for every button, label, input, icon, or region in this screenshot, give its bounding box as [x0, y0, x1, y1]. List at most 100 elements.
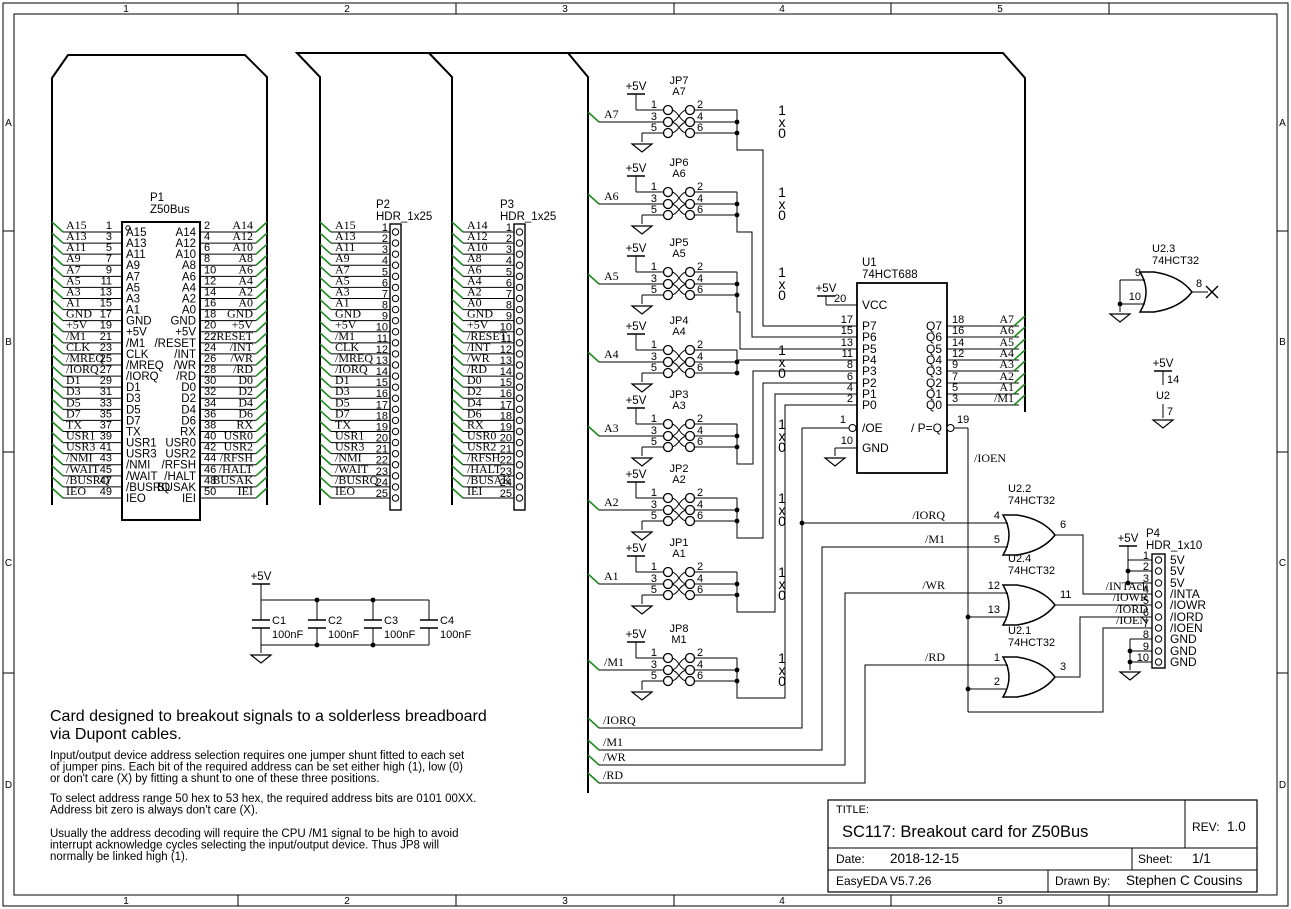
jumper-pin[interactable] — [662, 515, 674, 527]
jumper-pin[interactable] — [684, 289, 696, 301]
jumper-pin[interactable] — [684, 430, 696, 442]
jumper-pin[interactable] — [662, 186, 674, 198]
frame-column-label: 2 — [344, 896, 350, 907]
jumper-input-net-label: A4 — [604, 347, 619, 361]
jumper-pin[interactable] — [662, 367, 674, 379]
p2-net-label: A11 — [335, 240, 355, 254]
jumper-pin[interactable] — [684, 652, 696, 664]
jumper-pin[interactable] — [662, 441, 674, 453]
u1-pin-name: Q3 — [926, 364, 942, 378]
jumper-pin[interactable] — [684, 344, 696, 356]
jumper-pin[interactable] — [662, 266, 674, 278]
jumper-pin[interactable] — [684, 209, 696, 221]
jumper-pin[interactable] — [662, 418, 674, 430]
jumper-pin[interactable] — [684, 589, 696, 601]
jumper-pin[interactable] — [684, 504, 696, 516]
frame-column-label: 2 — [344, 4, 350, 15]
jumper-pin[interactable] — [684, 198, 696, 210]
jumper-pin[interactable] — [684, 278, 696, 290]
jumper-pin[interactable] — [684, 664, 696, 676]
jumper-pin[interactable] — [684, 441, 696, 453]
p1-ref[interactable]: P1 — [150, 192, 164, 204]
capacitor-ref[interactable]: C2 — [328, 615, 342, 627]
p1-left-pin-name: TX — [126, 426, 141, 438]
bus-entry-icon — [451, 276, 464, 289]
gate-u2-4[interactable] — [1001, 584, 1056, 626]
p1-left-pin-name: /IORQ — [126, 371, 159, 383]
gate-ref[interactable]: U2.2 — [1008, 483, 1031, 495]
p1-connector[interactable] — [121, 221, 201, 521]
p3-net-label: D4 — [467, 395, 482, 409]
jumper-pin[interactable] — [684, 266, 696, 278]
jumper-pin[interactable] — [662, 198, 674, 210]
jumper-pin[interactable] — [684, 418, 696, 430]
jumper-pin[interactable] — [684, 186, 696, 198]
jumper-position-label: 1 — [778, 184, 786, 200]
jumper-position-label: 1 — [778, 342, 786, 358]
jumper-pin[interactable] — [684, 104, 696, 116]
jumper-pin[interactable] — [684, 675, 696, 687]
u1-ic[interactable] — [856, 282, 948, 474]
gate-u2-2[interactable] — [1001, 514, 1056, 556]
frame-row-label: C — [1279, 558, 1286, 569]
jumper-pin[interactable] — [662, 504, 674, 516]
jumper-pin[interactable] — [684, 492, 696, 504]
jumper-pin[interactable] — [684, 515, 696, 527]
jumper-value: A3 — [672, 400, 685, 412]
p3-ref[interactable]: P3 — [500, 199, 514, 211]
p1-left-pin-number: 11 — [101, 275, 112, 287]
jumper-pin[interactable] — [662, 278, 674, 290]
jumper-pin[interactable] — [662, 652, 674, 664]
jumper-ref[interactable]: JP5 — [670, 237, 689, 249]
jumper-pin[interactable] — [684, 566, 696, 578]
jumper-position-label: x — [779, 354, 786, 370]
bus-entry-icon — [319, 476, 332, 488]
jumper-ref[interactable]: JP1 — [670, 537, 689, 549]
p4-ref[interactable]: P4 — [1146, 528, 1161, 540]
jumper-pin[interactable] — [662, 675, 674, 687]
jumper-pin[interactable] — [662, 209, 674, 221]
gate-ref[interactable]: U2.4 — [1008, 553, 1031, 565]
jumper-pin[interactable] — [662, 356, 674, 368]
gate-u2-3[interactable] — [1138, 271, 1193, 313]
p1-right-net-label: D6 — [238, 406, 253, 420]
bus-entry-icon — [255, 354, 268, 366]
jumper-pin[interactable] — [684, 578, 696, 590]
jumper-ref[interactable]: JP2 — [670, 463, 689, 475]
capacitor-ref[interactable]: C4 — [440, 615, 454, 627]
jumper-pin[interactable] — [662, 104, 674, 116]
jumper-ref[interactable]: JP8 — [670, 623, 689, 635]
bus-entry-icon — [319, 409, 332, 422]
jumper-ref[interactable]: JP3 — [670, 389, 689, 401]
jumper-pin[interactable] — [684, 356, 696, 368]
jumper-pin[interactable] — [662, 566, 674, 578]
u1-pin-number: 17 — [841, 314, 853, 326]
p2-pin-number: 3 — [382, 244, 388, 256]
u1-ref[interactable]: U1 — [862, 257, 877, 269]
gate-u2-1[interactable] — [1001, 656, 1056, 698]
p2-ref[interactable]: P2 — [376, 199, 390, 211]
jumper-ref[interactable]: JP6 — [670, 157, 689, 169]
jumper-pin[interactable] — [684, 367, 696, 379]
jumper-pin[interactable] — [662, 289, 674, 301]
jumper-pin[interactable] — [684, 116, 696, 128]
jumper-position-label: x — [779, 196, 786, 212]
bus-entry-icon — [451, 431, 464, 444]
jumper-pin[interactable] — [662, 492, 674, 504]
p1-left-pin-name: A9 — [126, 260, 140, 272]
jumper-ref[interactable]: JP7 — [670, 75, 689, 87]
jumper-pin[interactable] — [662, 589, 674, 601]
jumper-pin[interactable] — [662, 344, 674, 356]
jumper-pin[interactable] — [662, 116, 674, 128]
jumper-pin[interactable] — [662, 578, 674, 590]
gate-ref[interactable]: U2.3 — [1152, 243, 1175, 255]
jumper-pin[interactable] — [684, 127, 696, 139]
jumper-pin[interactable] — [662, 664, 674, 676]
jumper-pin[interactable] — [662, 430, 674, 442]
capacitor-ref[interactable]: C1 — [272, 615, 286, 627]
jumper-ref[interactable]: JP4 — [670, 315, 689, 327]
jumper-pin[interactable] — [662, 127, 674, 139]
capacitor-ref[interactable]: C3 — [384, 615, 398, 627]
gate-ref[interactable]: U2.1 — [1008, 625, 1031, 637]
jumper-pin-number: 5 — [651, 204, 657, 216]
